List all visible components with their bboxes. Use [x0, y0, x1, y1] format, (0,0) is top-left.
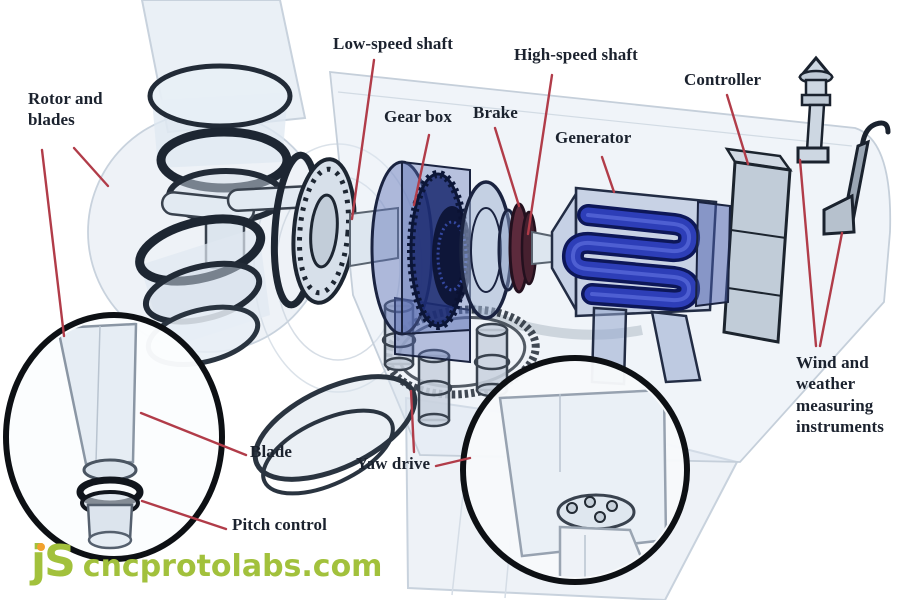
third-blade-ring	[252, 374, 418, 496]
controller-drawing	[722, 147, 793, 344]
leader-gear-box	[412, 133, 431, 207]
leader-rotor-long	[40, 148, 66, 338]
label-gear-box: Gear box	[384, 107, 453, 126]
leader-rotor-short	[72, 146, 110, 188]
label-low-speed-shaft: Low-speed shaft	[333, 34, 454, 53]
leader-high-speed-shaft	[526, 73, 554, 236]
yaw-drive-assembly	[381, 298, 540, 428]
inset-blade-detail	[3, 312, 225, 562]
leader-blade	[139, 411, 248, 457]
label-blade: Blade	[250, 442, 293, 461]
leader-wind-b	[818, 231, 844, 348]
label-high-speed-shaft: High-speed shaft	[514, 45, 638, 64]
anemometer-icon	[796, 55, 835, 164]
leader-yaw-left	[409, 389, 416, 454]
leader-lines	[40, 58, 844, 531]
label-wind-instruments: Wind and weather measuring instruments	[796, 353, 884, 436]
logo-dot-icon	[37, 543, 45, 551]
label-brake: Brake	[473, 103, 518, 122]
logo-site-text: cncprotolabs.com	[82, 549, 383, 584]
leader-yaw-right	[434, 456, 472, 468]
wind-instruments-drawing	[796, 55, 891, 236]
leader-pitch-control	[140, 499, 228, 531]
leader-low-speed-shaft	[350, 58, 376, 221]
leader-generator	[600, 155, 616, 194]
leader-controller	[725, 93, 750, 166]
label-rotor-and-blades: Rotor and blades	[28, 89, 103, 130]
label-generator: Generator	[555, 128, 632, 147]
wind-vane-icon	[822, 120, 891, 236]
leader-wind-a	[798, 158, 818, 348]
leader-brake	[493, 126, 521, 208]
rotor-hub-drawing	[135, 63, 357, 367]
label-controller: Controller	[684, 70, 762, 89]
drivetrain-drawing	[349, 160, 553, 364]
label-yaw-drive: Yaw drive	[356, 454, 431, 473]
inset-yaw-detail	[460, 355, 690, 585]
watermark-logo: jS cncprotolabs.com	[31, 536, 382, 587]
label-pitch-control: Pitch control	[232, 515, 327, 534]
